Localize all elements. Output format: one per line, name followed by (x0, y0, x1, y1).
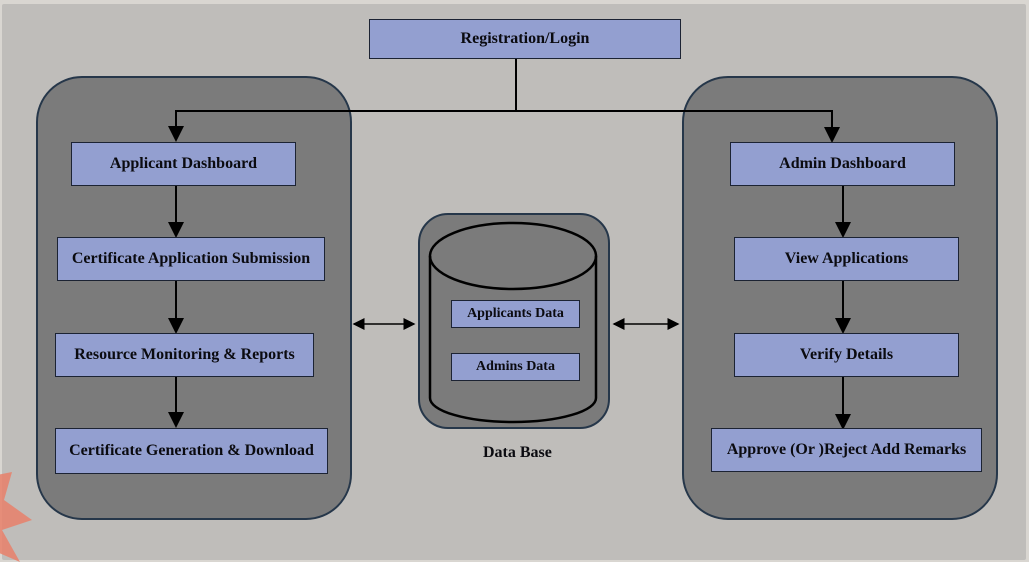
view-applications-node: View Applications (734, 237, 959, 281)
approve-reject-remarks-node: Approve (Or )Reject Add Remarks (711, 428, 982, 472)
starburst-decoration (0, 472, 32, 562)
applicant-dashboard-node: Applicant Dashboard (71, 142, 296, 186)
resource-monitoring-reports-node: Resource Monitoring & Reports (55, 333, 314, 377)
registration-login-node: Registration/Login (369, 19, 681, 59)
database-cylinder (428, 221, 598, 424)
applicants-data-node: Applicants Data (451, 300, 580, 328)
database-label: Data Base (483, 444, 552, 461)
admins-data-node: Admins Data (451, 353, 580, 381)
certificate-generation-download-node: Certificate Generation & Download (55, 428, 328, 474)
connector-top-to-admin (516, 110, 840, 143)
certificate-application-submission-node: Certificate Application Submission (57, 237, 325, 281)
verify-details-node: Verify Details (734, 333, 959, 377)
admin-dashboard-node: Admin Dashboard (730, 142, 955, 186)
connector-top-to-applicant (168, 110, 516, 142)
